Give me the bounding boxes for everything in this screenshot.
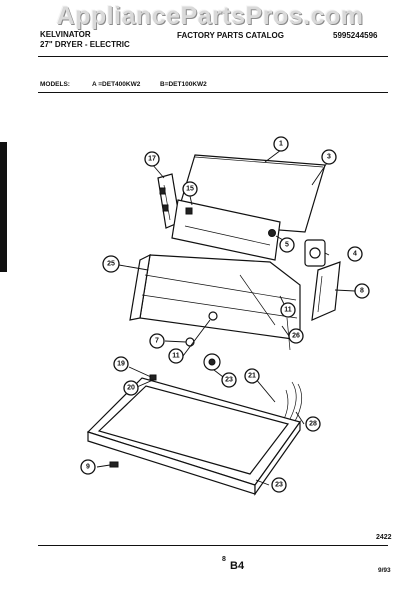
- callout-8: 8: [354, 283, 370, 299]
- callout-1: 1: [273, 136, 289, 152]
- svg-text:5: 5: [285, 242, 289, 249]
- model-b: B=DET100KW2: [160, 81, 207, 88]
- knob-part: [203, 353, 221, 371]
- callout-4: 4: [347, 246, 363, 262]
- watermark: AppliancePartsPros.com: [56, 2, 364, 30]
- callout-21: 21: [244, 368, 260, 384]
- callout-3: 3: [321, 149, 337, 165]
- models-rule: [38, 92, 388, 93]
- callout-7: 7: [149, 333, 165, 349]
- footer-rule: [38, 545, 388, 546]
- callout-28: 28: [305, 416, 321, 432]
- callout-5: 5: [279, 237, 295, 253]
- header: KELVINATOR 27" DRYER - ELECTRIC FACTORY …: [0, 0, 420, 60]
- callout-19: 19: [113, 356, 129, 372]
- svg-text:20: 20: [127, 385, 135, 392]
- product-subtitle: 27" DRYER - ELECTRIC: [40, 40, 130, 49]
- callout-15: 15: [182, 181, 198, 197]
- end-cap-part: [311, 261, 341, 321]
- callout-11-lower: 11: [168, 348, 184, 364]
- leader-lines: [96, 149, 356, 486]
- figure-code: 2422: [376, 534, 392, 541]
- brand-name: KELVINATOR: [40, 30, 91, 39]
- svg-text:11: 11: [284, 307, 292, 314]
- svg-text:7: 7: [155, 338, 159, 345]
- svg-text:1: 1: [279, 141, 283, 148]
- section-code: B4: [230, 560, 245, 572]
- callout-20: 20: [123, 380, 139, 396]
- svg-text:23: 23: [275, 482, 283, 489]
- svg-text:19: 19: [117, 361, 125, 368]
- callout-9: 9: [80, 459, 96, 475]
- exploded-parts-diagram: 1 3 17 15 5 4 25 8 11 7 26 11 19 20 23 2…: [80, 136, 370, 496]
- svg-text:4: 4: [353, 251, 357, 258]
- svg-text:21: 21: [248, 373, 256, 380]
- svg-text:8: 8: [360, 288, 364, 295]
- svg-text:26: 26: [292, 333, 300, 340]
- svg-text:9: 9: [86, 464, 90, 471]
- callout-23-knob: 23: [221, 372, 237, 388]
- catalog-date: 9/93: [378, 567, 391, 574]
- control-board-part: [171, 199, 281, 261]
- svg-text:25: 25: [107, 261, 115, 268]
- svg-text:23: 23: [225, 377, 233, 384]
- catalog-number: 5995244596: [333, 31, 378, 40]
- svg-text:15: 15: [186, 186, 194, 193]
- svg-text:3: 3: [327, 154, 331, 161]
- callout-23-top: 23: [271, 477, 287, 493]
- catalog-title: FACTORY PARTS CATALOG: [177, 31, 284, 40]
- svg-text:11: 11: [172, 353, 180, 360]
- model-a: A =DET400KW2: [92, 81, 141, 88]
- scan-edge: [0, 142, 7, 272]
- console-panel-part: [129, 253, 301, 341]
- callout-17: 17: [144, 151, 160, 167]
- models-label: MODELS:: [40, 81, 70, 88]
- timer-part: [268, 229, 326, 267]
- svg-text:28: 28: [309, 421, 317, 428]
- callout-25: 25: [102, 255, 120, 273]
- svg-text:17: 17: [148, 156, 156, 163]
- cabinet-top-part: [86, 377, 301, 496]
- page-number: 8: [222, 556, 226, 563]
- header-rule: [38, 56, 388, 57]
- callout-26-upper: 26: [288, 328, 304, 344]
- callout-11-upper: 11: [280, 302, 296, 318]
